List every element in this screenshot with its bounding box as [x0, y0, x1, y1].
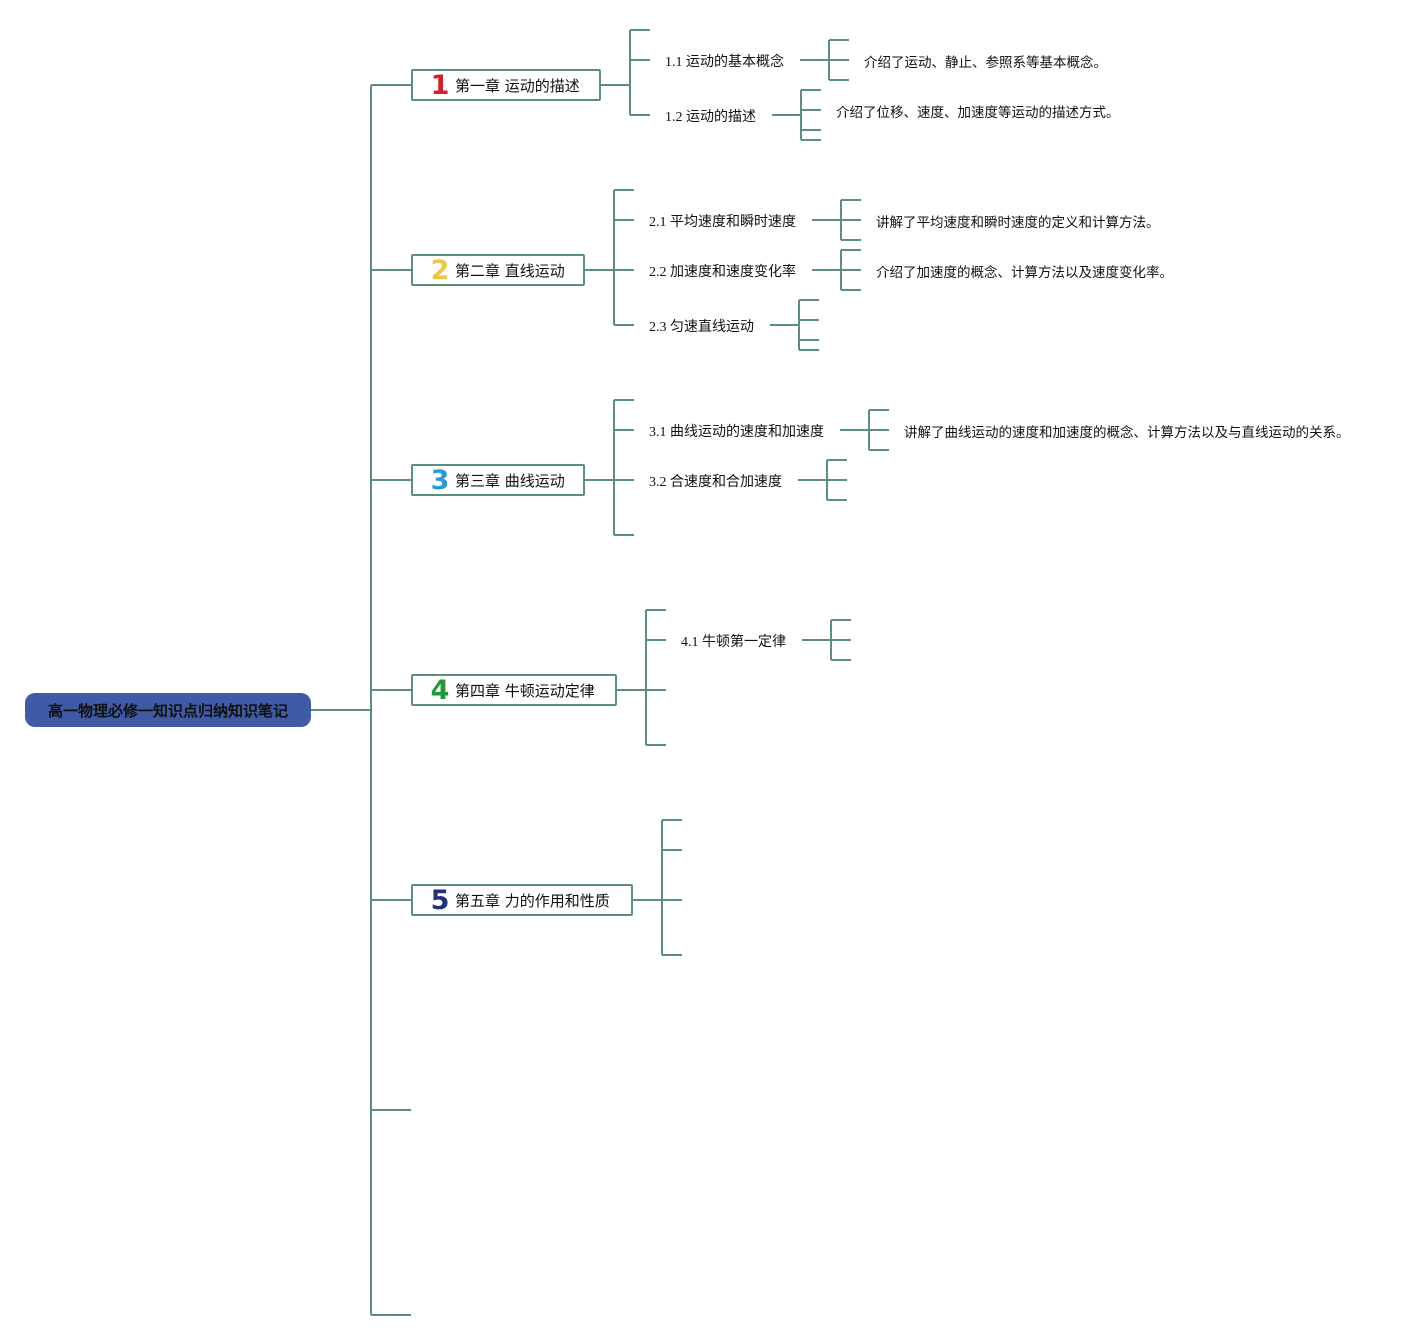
section-description[interactable]: 讲解了平均速度和瞬时速度的定义和计算方法。 — [876, 215, 1160, 231]
section-node[interactable]: 3.1 曲线运动的速度和加速度 — [649, 425, 824, 440]
section-description[interactable]: 介绍了运动、静止、参照系等基本概念。 — [864, 55, 1107, 71]
chapter-number-1: 1 — [430, 69, 450, 101]
section-node[interactable]: 2.3 匀速直线运动 — [649, 320, 754, 335]
chapter-4-node[interactable]: 4 第四章 牛顿运动定律 — [411, 674, 617, 706]
section-description[interactable]: 介绍了加速度的概念、计算方法以及速度变化率。 — [876, 265, 1173, 281]
chapter-number-3: 3 — [430, 464, 450, 496]
chapter-label: 第一章 运动的描述 — [455, 76, 580, 95]
section-description[interactable]: 讲解了曲线运动的速度和加速度的概念、计算方法以及与直线运动的关系。 — [904, 425, 1350, 441]
section-node[interactable]: 3.2 合速度和合加速度 — [649, 475, 782, 490]
chapter-label: 第四章 牛顿运动定律 — [455, 681, 595, 700]
root-title: 高一物理必修一知识点归纳知识笔记 — [47, 701, 288, 720]
section-node[interactable]: 2.1 平均速度和瞬时速度 — [649, 215, 796, 230]
section-node[interactable]: 4.1 牛顿第一定律 — [681, 635, 786, 650]
chapter-label: 第五章 力的作用和性质 — [455, 891, 610, 910]
chapter-number-4: 4 — [430, 674, 450, 706]
section-node[interactable]: 1.1 运动的基本概念 — [665, 55, 784, 70]
section-description[interactable]: 介绍了位移、速度、加速度等运动的描述方式。 — [836, 105, 1120, 121]
chapter-5-node[interactable]: 5 第五章 力的作用和性质 — [411, 884, 633, 916]
chapter-label: 第三章 曲线运动 — [455, 471, 565, 490]
chapter-number-5: 5 — [430, 884, 450, 916]
chapter-1-node[interactable]: 1 第一章 运动的描述 — [411, 69, 601, 101]
section-node[interactable]: 1.2 运动的描述 — [665, 110, 756, 125]
chapter-number-2: 2 — [430, 254, 450, 286]
root-topic[interactable]: 高一物理必修一知识点归纳知识笔记 — [25, 693, 311, 727]
section-node[interactable]: 2.2 加速度和速度变化率 — [649, 265, 796, 280]
chapter-label: 第二章 直线运动 — [455, 261, 565, 280]
chapter-2-node[interactable]: 2 第二章 直线运动 — [411, 254, 585, 286]
chapter-3-node[interactable]: 3 第三章 曲线运动 — [411, 464, 585, 496]
